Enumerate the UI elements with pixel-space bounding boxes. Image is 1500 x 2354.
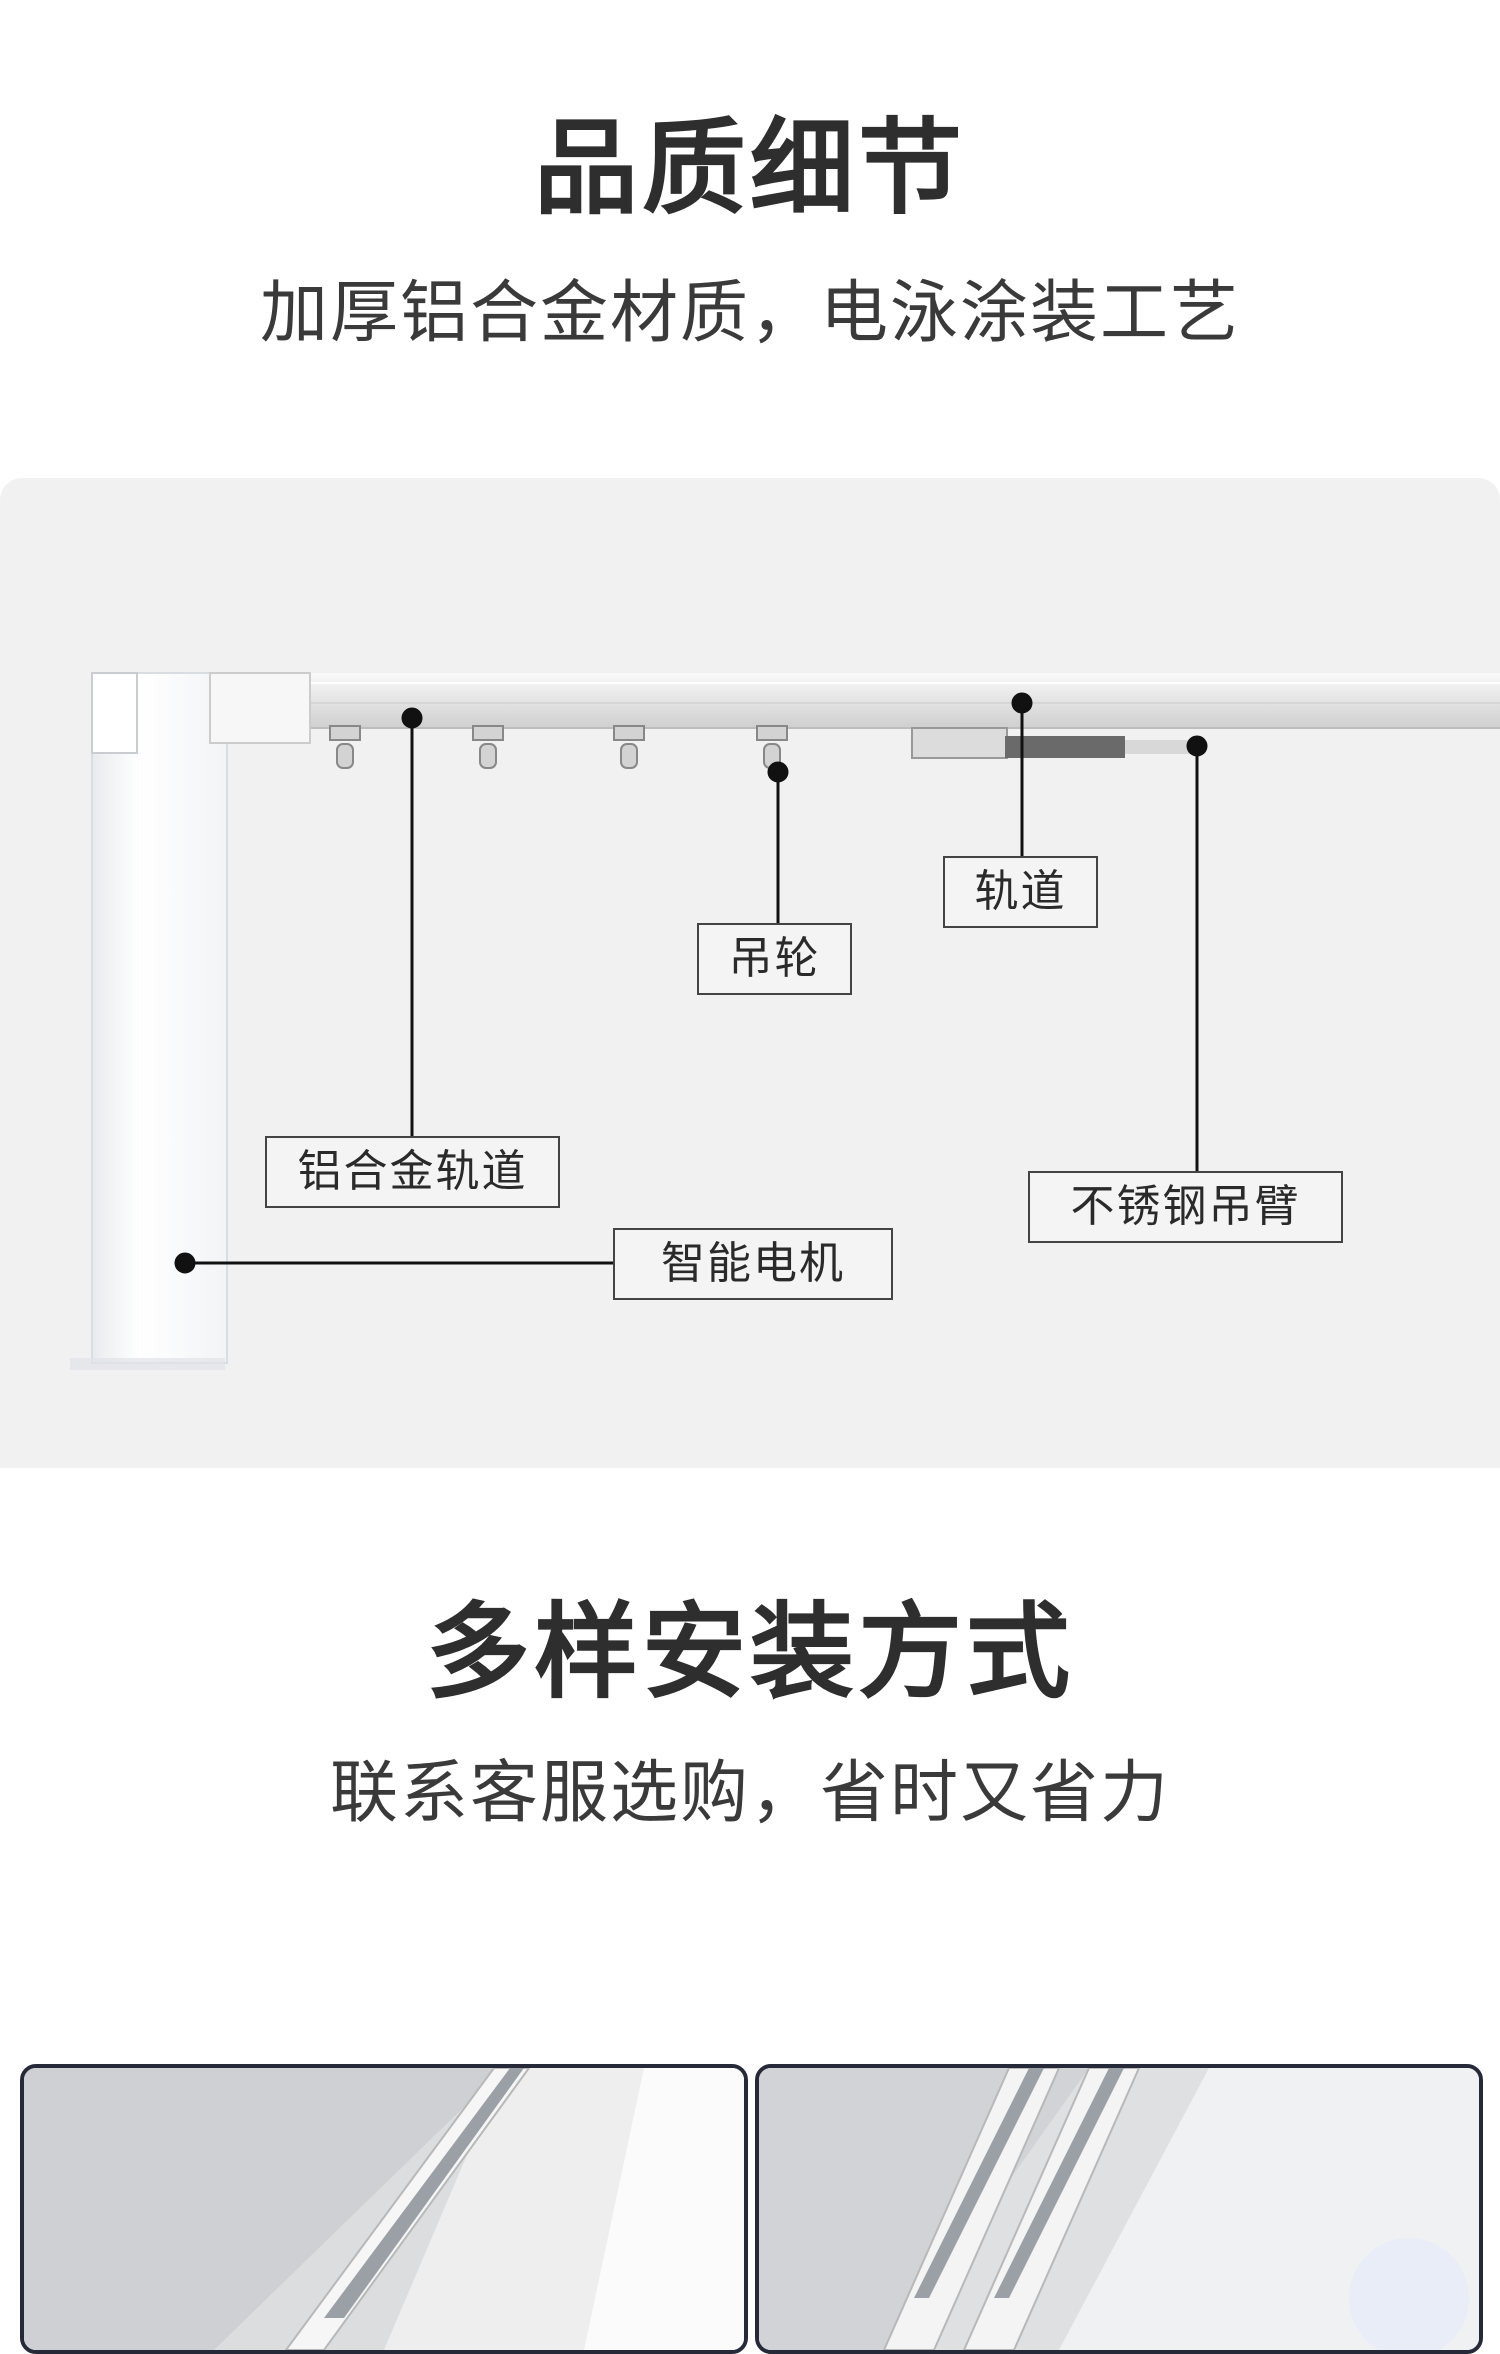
page-title-install: 多样安装方式 bbox=[425, 1591, 1074, 1713]
stainless-arm bbox=[1005, 736, 1125, 758]
label-stainless-arm: 不锈钢吊臂 bbox=[1028, 1171, 1343, 1243]
pulley-set bbox=[329, 725, 788, 769]
page-title-quality: 品质细节 bbox=[533, 107, 966, 229]
product-diagram-panel: 铝合金轨道 吊轮 轨道 不锈钢吊臂 智能电机 bbox=[0, 478, 1500, 1468]
label-smart-motor: 智能电机 bbox=[613, 1228, 893, 1300]
ceiling-mount-photo bbox=[24, 2068, 744, 2350]
install-card-left[interactable] bbox=[20, 2064, 748, 2354]
install-options bbox=[0, 2064, 1500, 2354]
label-aluminum-track: 铝合金轨道 bbox=[265, 1136, 560, 1208]
subtitle-quality: 加厚铝合金材质，电泳涂装工艺 bbox=[259, 274, 1240, 353]
label-pulley: 吊轮 bbox=[697, 923, 852, 995]
subtitle-install: 联系客服选购，省时又省力 bbox=[329, 1754, 1170, 1833]
carriage bbox=[911, 727, 1008, 759]
label-track: 轨道 bbox=[943, 856, 1098, 928]
install-card-right[interactable] bbox=[755, 2064, 1483, 2354]
dual-track-photo bbox=[759, 2068, 1479, 2350]
motor-body bbox=[91, 672, 228, 1364]
motor-head bbox=[209, 672, 311, 744]
aluminum-rail bbox=[300, 673, 1500, 728]
curtain-track-illustration bbox=[70, 672, 1500, 1370]
